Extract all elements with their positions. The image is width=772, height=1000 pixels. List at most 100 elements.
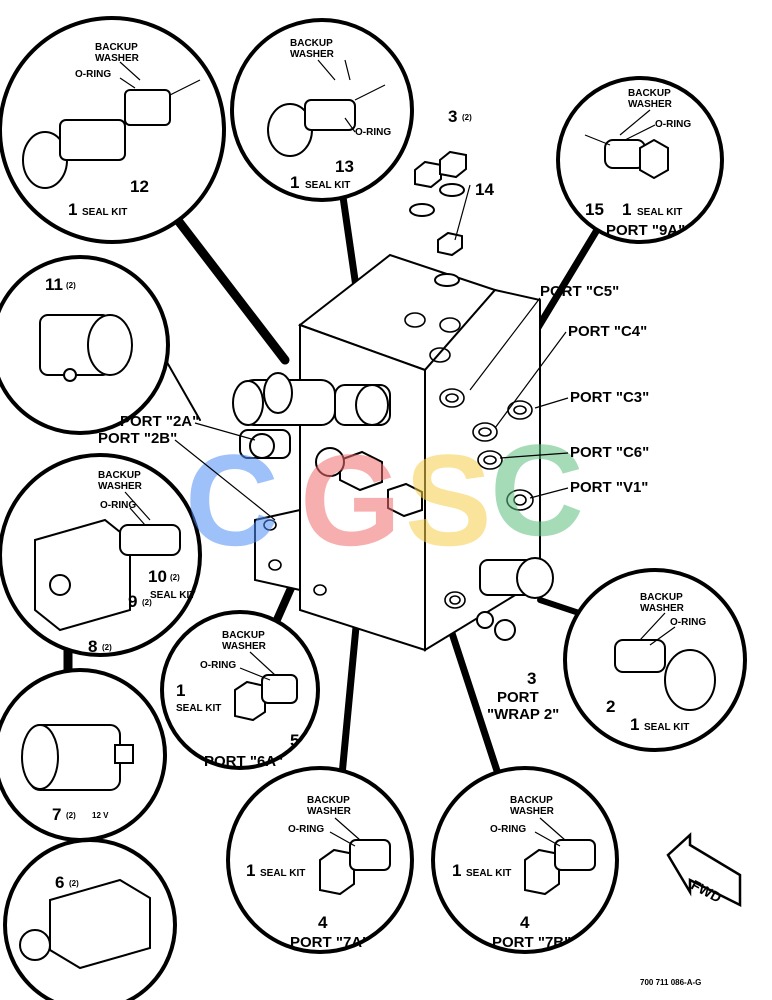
callout-10: 10	[148, 567, 167, 586]
port-wrap2-1: PORT	[497, 689, 539, 706]
labels: BACKUP WASHER O-RING 12 1 SEAL KIT BACKU…	[45, 38, 706, 987]
label-backup-7bb: WASHER	[510, 806, 555, 817]
part-6a	[234, 674, 298, 722]
inset-parts	[19, 79, 716, 970]
callout-1-13: 1	[290, 173, 299, 192]
callout-6-qty: (2)	[69, 879, 79, 888]
label-backup-7ba: BACKUP	[510, 795, 553, 806]
callout-5: 5	[290, 731, 299, 750]
part-7b	[524, 839, 596, 896]
port-v1: PORT "V1"	[570, 479, 648, 496]
watermark-letter-1: C	[185, 427, 279, 573]
callout-1-12: 1	[68, 200, 77, 219]
label-oring-10: O-RING	[100, 500, 136, 511]
callout-7-qty: (2)	[66, 811, 76, 820]
port-6a: PORT "6A"	[204, 753, 283, 770]
sealkit-12: SEAL KIT	[82, 207, 127, 218]
label-oring-7a: O-RING	[288, 824, 324, 835]
callout-11: 11	[45, 275, 63, 294]
part-6-coil	[19, 878, 151, 970]
part-12	[22, 79, 201, 189]
callout-9: 9	[128, 592, 137, 611]
watermark-letter-2: G	[300, 427, 401, 573]
label-pointers	[119, 59, 676, 847]
port-wrap2-2: "WRAP 2"	[487, 706, 559, 723]
sealkit-7b: SEAL KIT	[466, 868, 511, 879]
label-backup-13a: BACKUP	[290, 38, 333, 49]
callout-1-2: 1	[630, 715, 639, 734]
port-2b: PORT "2B"	[98, 430, 177, 447]
port-c5: PORT "C5"	[540, 283, 619, 300]
watermark-letter-4: C	[490, 417, 584, 563]
callout-10-qty: (2)	[170, 573, 180, 582]
port-2a: PORT "2A"	[120, 413, 199, 430]
callout-1-7a: 1	[246, 861, 255, 880]
label-backup-12b: WASHER	[95, 53, 140, 64]
label-backup-2a: BACKUP	[640, 592, 683, 603]
watermark-letter-3: S	[405, 427, 492, 573]
callout-8-qty: (2)	[102, 643, 112, 652]
label-backup-15a: BACKUP	[628, 88, 671, 99]
sealkit-15: SEAL KIT	[637, 207, 682, 218]
callout-3-top-qty: (2)	[462, 113, 472, 122]
sealkit-7a: SEAL KIT	[260, 868, 305, 879]
callout-3-wrap: 3	[527, 669, 536, 688]
top-plugs	[409, 150, 467, 287]
callout-8: 8	[88, 637, 97, 656]
callout-2: 2	[606, 697, 615, 716]
sealkit-13: SEAL KIT	[305, 180, 350, 191]
manifold-block	[232, 150, 554, 652]
label-backup-12a: BACKUP	[95, 42, 138, 53]
block-lower-step	[254, 508, 301, 592]
port-7b: PORT "7B"	[492, 934, 571, 951]
label-oring-12: O-RING	[75, 69, 111, 80]
drawing-number: 700 711 086-A-G	[640, 978, 701, 987]
label-oring-15: O-RING	[655, 119, 691, 130]
label-oring-6a: O-RING	[200, 660, 236, 671]
block-cartridges	[232, 372, 554, 641]
callout-1-15: 1	[622, 200, 631, 219]
callout-15: 15	[585, 200, 604, 219]
label-backup-10b: WASHER	[98, 481, 143, 492]
label-oring-7b: O-RING	[490, 824, 526, 835]
callout-1-7b: 1	[452, 861, 461, 880]
label-backup-10a: BACKUP	[98, 470, 141, 481]
part-8-9-10-solenoid	[34, 518, 181, 632]
part-7-coil	[21, 724, 134, 791]
leader-12	[165, 205, 290, 365]
label-backup-7ab: WASHER	[307, 806, 352, 817]
part-7a	[319, 839, 391, 896]
callout-9-qty: (2)	[142, 598, 152, 607]
port-7a: PORT "7A"	[290, 934, 369, 951]
sealkit-6a: SEAL KIT	[176, 703, 221, 714]
callout-3-top: 3	[448, 107, 457, 126]
callout-7-spec: 12 V	[92, 811, 109, 820]
label-backup-7aa: BACKUP	[307, 795, 350, 806]
callout-11-qty: (2)	[66, 281, 76, 290]
part-11-coil	[39, 314, 133, 382]
label-backup-6aa: BACKUP	[222, 630, 265, 641]
part-13	[267, 84, 386, 157]
port-9a: PORT "9A"	[606, 222, 685, 239]
callout-7: 7	[52, 805, 61, 824]
part-2	[614, 639, 716, 711]
port-c6: PORT "C6"	[570, 444, 649, 461]
watermark: C G S C	[185, 417, 584, 573]
callout-12: 12	[130, 177, 149, 196]
label-backup-15b: WASHER	[628, 99, 673, 110]
label-oring-2: O-RING	[670, 617, 706, 628]
callout-1-6a: 1	[176, 681, 185, 700]
label-backup-6ab: WASHER	[222, 641, 267, 652]
block-ports	[263, 312, 534, 609]
callout-13: 13	[335, 157, 354, 176]
label-oring-13: O-RING	[355, 127, 391, 138]
sealkit-10: SEAL KIT	[150, 590, 195, 601]
label-backup-13b: WASHER	[290, 49, 335, 60]
label-backup-2b: WASHER	[640, 603, 685, 614]
sealkit-2: SEAL KIT	[644, 722, 689, 733]
callout-14: 14	[475, 180, 494, 199]
callout-4b: 4	[520, 913, 530, 932]
fwd-arrow	[666, 832, 742, 908]
